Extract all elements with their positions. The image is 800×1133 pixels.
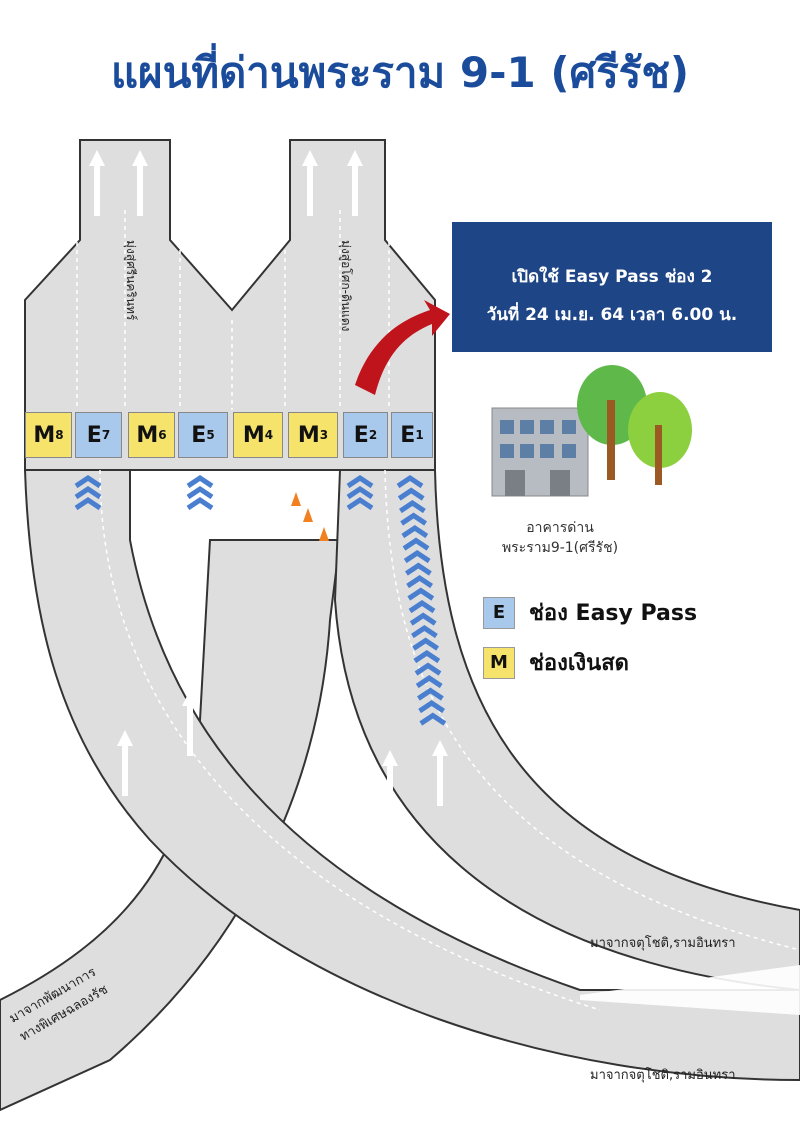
booth-type: E (86, 422, 102, 448)
arrow-up-icon (302, 150, 318, 216)
chevron-icon (346, 496, 374, 511)
chevron-icon (396, 474, 424, 489)
announcement-sign: เปิดใช้ Easy Pass ช่อง 2 วันที่ 24 เม.ย.… (452, 222, 772, 352)
building-label: อาคารด่าน พระราม9-1(ศรีรัช) (470, 518, 650, 558)
chevron-icon (419, 712, 447, 726)
from-chatuchot-bottom-label: มาจากจตุโชติ,รามอินทรา (590, 1068, 736, 1083)
booth-number: 5 (206, 428, 215, 442)
chevron-icon (408, 599, 436, 614)
from-chatuchot-top-label: มาจากจตุโชติ,รามอินทรา (590, 936, 736, 951)
chevron-icon (400, 512, 427, 526)
sign-line-1: เปิดใช้ Easy Pass ช่อง 2 (511, 267, 713, 287)
road-right-curve (333, 469, 800, 992)
chevron-icon (402, 537, 430, 551)
building-label-line: พระราม9-1(ศรีรัช) (501, 540, 619, 556)
legend-swatch: M (483, 646, 515, 679)
legend-easy-pass: E ช่อง Easy Pass (483, 595, 697, 630)
chevron-icon (401, 524, 429, 539)
chevron-icon (74, 485, 102, 500)
chevron-icon (413, 649, 441, 664)
booth-number: 3 (319, 428, 329, 442)
booth-number: 2 (368, 428, 378, 442)
legend-swatch: E (483, 596, 515, 629)
arrow-up-icon (182, 690, 198, 756)
arrow-up-icon (67, 780, 83, 846)
arrow-up-icon (432, 740, 448, 806)
chevron-icon (411, 624, 438, 639)
arrow-up-icon (89, 150, 105, 216)
legend-label: ช่อง Easy Pass (529, 601, 698, 626)
booth-type: M (242, 422, 265, 448)
arrow-up-icon (347, 150, 363, 216)
traffic-cones (291, 492, 329, 541)
booth-type: E (353, 422, 369, 448)
merge-arrow-icon (580, 965, 800, 1015)
chevron-icon (186, 496, 214, 511)
booth-number: 6 (158, 428, 167, 442)
booth-type: E (191, 422, 207, 448)
direction-asok-dindaeng: มุ่งสู่อโศก-ดินแดง (339, 240, 353, 332)
arrow-up-icon (117, 730, 133, 796)
chevron-icon (409, 612, 437, 626)
road-from-pattanakarn (0, 539, 342, 1112)
chevron-icon (346, 474, 374, 489)
red-curved-arrow-icon (355, 300, 450, 395)
chevron-icon (74, 496, 102, 511)
direction-srinakarin: มุ่งสู่ศรีนครินทร์ (124, 240, 138, 321)
booth-type: M (297, 422, 320, 448)
toll-building-icon (491, 407, 589, 497)
arrow-up-icon (382, 750, 398, 816)
chevron-icon (403, 549, 431, 564)
chevron-icon (412, 637, 439, 651)
road-from-chatuchot (24, 411, 800, 1082)
chevron-icon (405, 562, 432, 576)
chevron-icon (414, 662, 442, 676)
chevron-lane-guides (74, 474, 447, 726)
sign-line-2: วันที่ 24 เม.ย. 64 เวลา 6.00 น. (486, 305, 738, 325)
booth-type: E (400, 422, 416, 448)
chevron-icon (417, 687, 444, 701)
chevron-icon (74, 474, 102, 489)
booth-number: 8 (55, 428, 64, 442)
chevron-icon (407, 587, 435, 601)
chevron-icon (186, 485, 214, 500)
chevron-icon (186, 474, 214, 489)
chevron-icon (346, 485, 374, 500)
trees-icon (577, 365, 692, 485)
legend-label: ช่องเงินสด (529, 651, 629, 676)
booth-number: 1 (415, 428, 424, 442)
chevron-icon (406, 574, 433, 589)
booth-number: 7 (101, 428, 111, 442)
building-label-line: อาคารด่าน (526, 520, 594, 536)
arrow-up-icon (132, 150, 148, 216)
legend-cash: M ช่องเงินสด (483, 645, 629, 680)
chevron-icon (418, 699, 445, 714)
chevron-icon (399, 499, 426, 514)
plaza-upper (24, 139, 436, 471)
booth-number: 4 (264, 428, 274, 442)
map-title: แผนที่ด่านพระราม 9-1 (ศรีรัช) (110, 48, 690, 97)
booth-type: M (33, 422, 56, 448)
booth-type: M (136, 422, 159, 448)
chevron-icon (397, 487, 425, 501)
chevron-icon (415, 674, 443, 689)
